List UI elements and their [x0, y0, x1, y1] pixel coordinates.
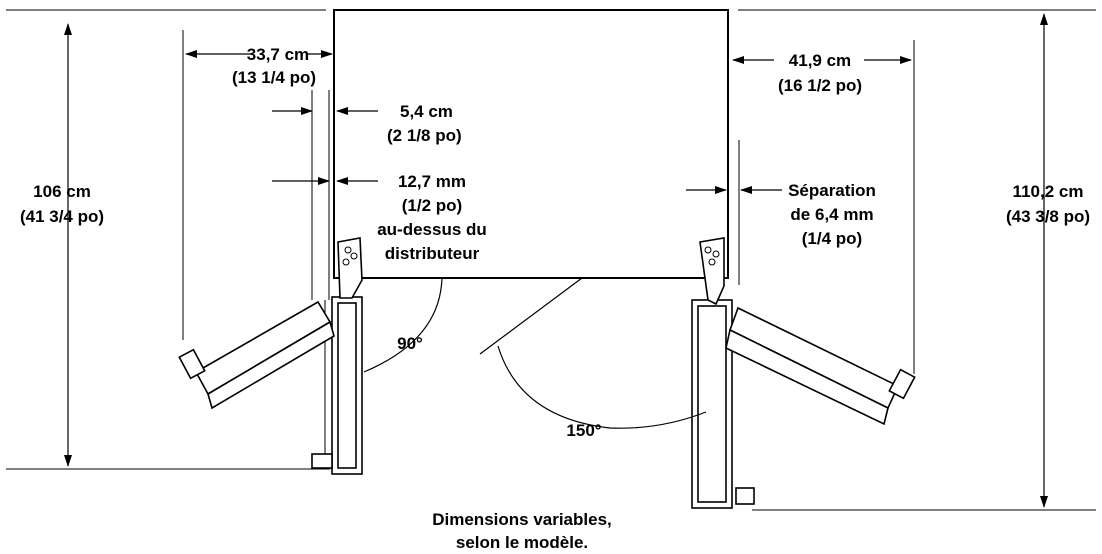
label-separation-1: Séparation [788, 181, 876, 200]
label-height-right-cm: 110,2 cm [1013, 182, 1084, 201]
refrigerator-cabinet [333, 9, 729, 279]
right-hinge [699, 237, 725, 306]
label-width-right-in: (16 1/2 po) [778, 76, 862, 95]
label-width-left-cm: 33,7 cm [247, 45, 309, 64]
label-angle-90: 90° [397, 334, 423, 353]
label-gap-left-in: (2 1/8 po) [387, 126, 462, 145]
right-door-swung-position [725, 306, 916, 426]
label-angle-150: 150° [566, 421, 601, 440]
right-door-open-90 [691, 299, 755, 509]
label-width-right-cm: 41,9 cm [789, 51, 851, 70]
label-gap-dispenser-1: 12,7 mm [398, 172, 466, 191]
label-height-left-in: (41 3/4 po) [20, 207, 104, 226]
left-hinge [337, 237, 363, 299]
swing-line-150 [479, 277, 583, 355]
label-height-right-in: (43 3/8 po) [1006, 207, 1090, 226]
label-separation-3: (1/4 po) [802, 229, 862, 248]
label-separation-2: de 6,4 mm [790, 205, 873, 224]
label-height-left-cm: 106 cm [33, 182, 91, 201]
left-door-open-90 [311, 296, 363, 475]
label-gap-dispenser-3: au-dessus du [377, 220, 487, 239]
label-width-left-in: (13 1/4 po) [232, 68, 316, 87]
note-line-1: Dimensions variables, [432, 510, 612, 529]
arc-150-degrees [497, 345, 707, 429]
label-gap-left-cm: 5,4 cm [400, 102, 453, 121]
label-gap-dispenser-2: (1/2 po) [402, 196, 462, 215]
left-door-closed-position [178, 300, 335, 410]
arc-90-degrees [363, 277, 443, 373]
label-gap-dispenser-4: distributeur [385, 244, 480, 263]
note-line-2: selon le modèle. [456, 533, 588, 552]
